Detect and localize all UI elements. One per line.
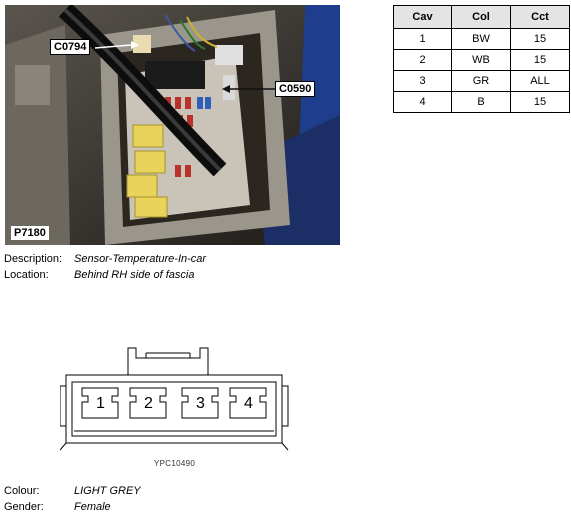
description-row: Description: Sensor-Temperature-In-car — [4, 253, 206, 266]
photo-id-label: P7180 — [11, 226, 49, 240]
description-value: Sensor-Temperature-In-car — [74, 253, 207, 265]
cell-col: WB — [451, 49, 511, 71]
cell-cav: 2 — [393, 49, 452, 71]
cavity-number-4: 4 — [244, 395, 253, 412]
table-row: 4 B 15 — [393, 91, 570, 113]
cell-col: B — [451, 91, 511, 113]
cavity-number-2: 2 — [144, 395, 153, 412]
cavity-4-outline — [229, 387, 267, 419]
cell-col: BW — [451, 28, 511, 50]
cell-cct: ALL — [510, 70, 570, 92]
cell-cav: 4 — [393, 91, 452, 113]
cell-cav: 1 — [393, 28, 452, 50]
callout-c0590: C0590 — [275, 81, 316, 97]
location-row: Location: Behind RH side of fascia — [4, 269, 194, 282]
header-col: Col — [451, 5, 511, 29]
gender-row: Gender: Female — [4, 501, 111, 514]
cavity-3-outline — [181, 387, 219, 419]
table-header-row: Cav Col Cct — [393, 5, 570, 29]
table-row: 3 GR ALL — [393, 70, 570, 92]
colour-row: Colour: LIGHT GREY — [4, 485, 141, 498]
location-value: Behind RH side of fascia — [74, 269, 195, 281]
gender-value: Female — [74, 501, 111, 513]
cell-cct: 15 — [510, 28, 570, 50]
location-label: Location: — [4, 269, 49, 281]
cavity-1-outline — [81, 387, 119, 419]
header-cav: Cav — [393, 5, 452, 29]
location-photo: C0794 C0590 P7180 — [5, 5, 340, 245]
colour-value: LIGHT GREY — [74, 485, 141, 497]
cavity-outlines — [81, 387, 267, 419]
cell-cav: 3 — [393, 70, 452, 92]
cavity-number-3: 3 — [196, 395, 205, 412]
table-row: 1 BW 15 — [393, 28, 570, 50]
photo-illustration — [5, 5, 340, 245]
colour-label: Colour: — [4, 485, 40, 497]
drawing-reference: YPC10490 — [154, 459, 196, 468]
connector-face-diagram: 1 2 3 4 — [60, 347, 289, 451]
cavity-table: Cav Col Cct 1 BW 15 2 WB 15 3 GR ALL 4 B… — [393, 5, 570, 113]
cell-cct: 15 — [510, 91, 570, 113]
callout-c0794: C0794 — [50, 39, 91, 55]
gender-label: Gender: — [4, 501, 44, 513]
table-row: 2 WB 15 — [393, 49, 570, 71]
cavity-2-outline — [129, 387, 167, 419]
cell-col: GR — [451, 70, 511, 92]
cell-cct: 15 — [510, 49, 570, 71]
cavity-number-1: 1 — [96, 395, 105, 412]
header-cct: Cct — [510, 5, 570, 29]
description-label: Description: — [4, 253, 63, 265]
